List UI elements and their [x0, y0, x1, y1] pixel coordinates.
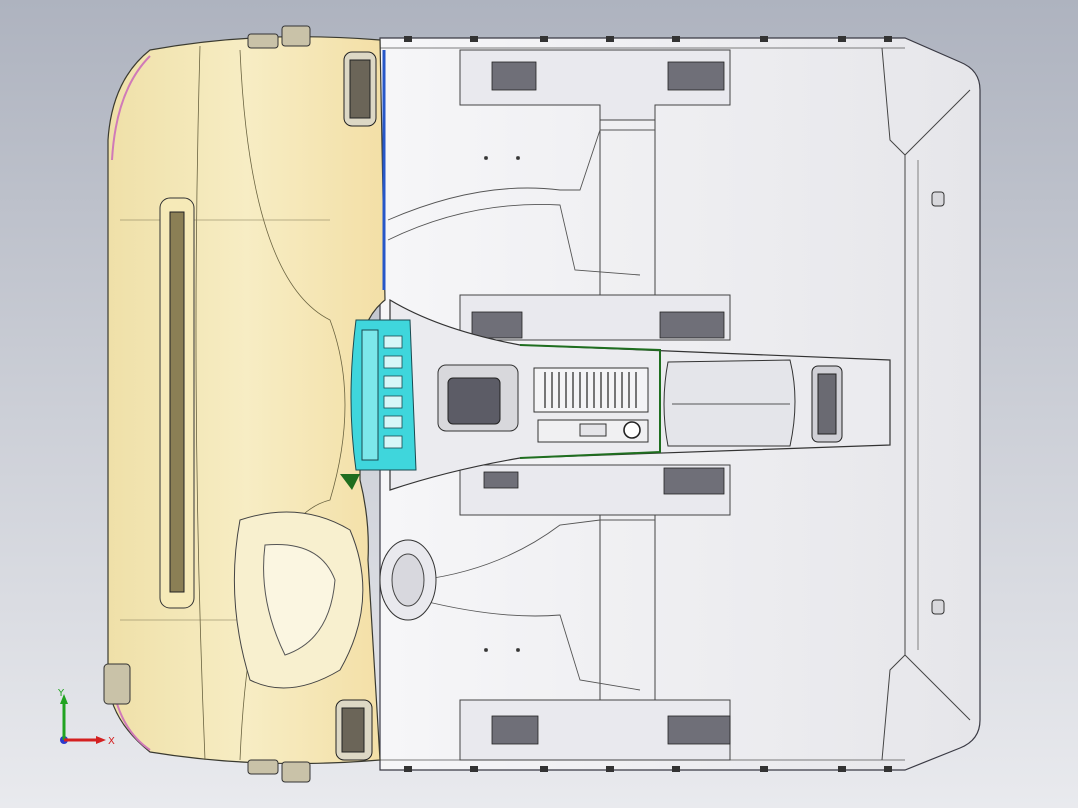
center-console[interactable]	[389, 298, 891, 491]
y-axis-label: Y	[57, 688, 65, 699]
footwell-contours	[387, 129, 655, 691]
center-stack-controls[interactable]	[340, 319, 417, 490]
seat-rails[interactable]	[459, 49, 731, 761]
x-arrowhead-icon	[96, 736, 106, 744]
pedal-bracket	[379, 539, 437, 621]
dash-mounting-tabs	[103, 25, 311, 783]
dashboard[interactable]	[107, 36, 386, 765]
x-axis-label: X	[108, 736, 115, 747]
seat-mount-pads	[471, 61, 731, 745]
coordinate-triad: Y X	[57, 688, 115, 747]
y-arrowhead-icon	[60, 694, 68, 704]
